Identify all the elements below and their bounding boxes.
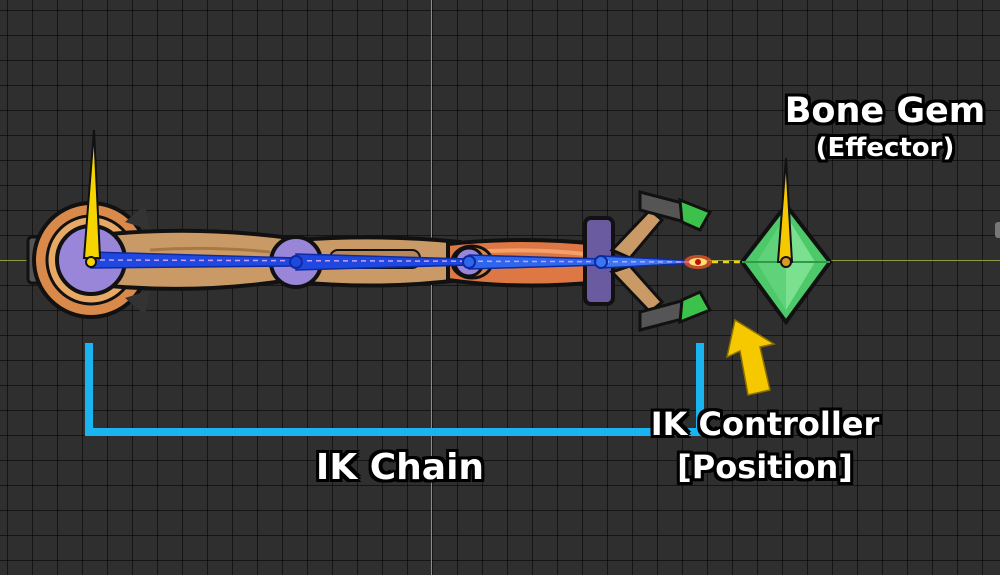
root-joint-dot	[85, 256, 97, 268]
ik-target-icon[interactable]	[684, 255, 712, 269]
yellow-arrow-icon	[725, 318, 776, 396]
effector-label: (Effector)	[815, 133, 955, 163]
vertical-origin-axis	[431, 0, 432, 575]
panel-edge-handle[interactable]	[995, 222, 1000, 238]
position-label: [Position]	[677, 448, 853, 486]
bone-gem-icon[interactable]	[739, 157, 833, 326]
ik-chain-bracket	[85, 343, 704, 436]
ik-chain-label: IK Chain	[315, 447, 485, 488]
ik-bone-chain[interactable]	[90, 251, 699, 271]
bone-gem-label: Bone Gem	[784, 91, 986, 131]
root-bone-marker[interactable]	[82, 129, 102, 259]
ik-controller-label: IK Controller	[650, 405, 880, 443]
